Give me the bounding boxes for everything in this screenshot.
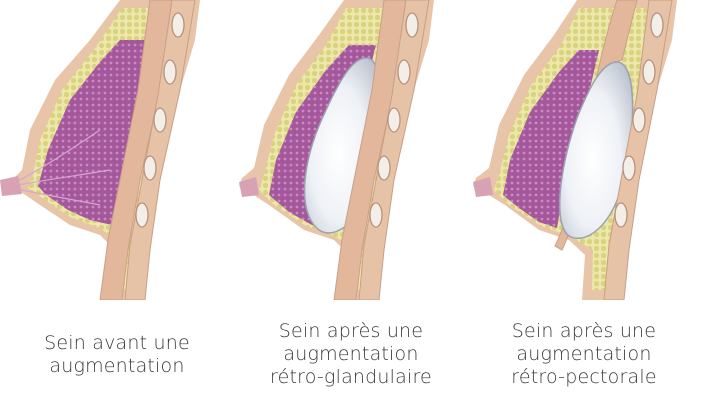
caption-retro-glandular: Sein après une augmentation rétro-glandu…	[234, 320, 468, 389]
panel-retro-pectoral: Sein après une augmentation rétro-pector…	[467, 0, 701, 397]
panel-retro-glandular: Sein après une augmentation rétro-glandu…	[234, 0, 468, 397]
breast-retro-pectoral-illustration	[467, 0, 701, 300]
panel-before: Sein avant une augmentation	[0, 0, 234, 397]
caption-retro-pectoral: Sein après une augmentation rétro-pector…	[467, 320, 701, 389]
breast-retro-glandular-illustration	[234, 0, 468, 300]
breast-before-illustration	[0, 0, 234, 300]
caption-before: Sein avant une augmentation	[0, 332, 234, 378]
